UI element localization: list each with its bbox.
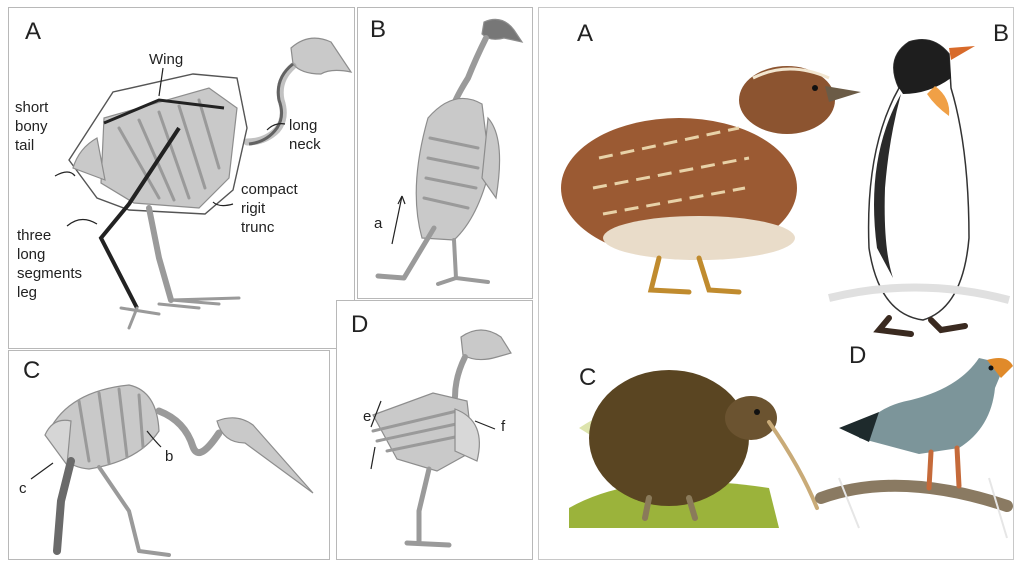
annotation-trunk: compact rigit trunc xyxy=(241,180,298,237)
panel-skeleton-d: D e f xyxy=(336,300,533,560)
panel-illustrations: A B C D xyxy=(538,7,1014,560)
illustrations-drawing xyxy=(539,8,1015,561)
panel-skeleton-c: C b c xyxy=(8,350,330,560)
annotation-wing: Wing xyxy=(149,50,183,69)
annotation-c: c xyxy=(19,479,27,498)
kiwi-illustration xyxy=(569,370,817,528)
annotation-e: e xyxy=(363,407,371,426)
annotation-a: a xyxy=(374,214,382,233)
panel-skeleton-b: B a xyxy=(357,7,533,299)
penguin-illustration xyxy=(829,40,1009,334)
annotation-b: b xyxy=(165,447,173,466)
annotation-neck: long neck xyxy=(289,116,321,154)
panel-skeleton-a: A Wing short bony tail long neck compact… xyxy=(8,7,355,349)
annotation-leg: three long segments leg xyxy=(17,226,82,302)
eagle-illustration xyxy=(821,358,1013,538)
quail-illustration xyxy=(561,66,861,292)
annotation-tail: short bony tail xyxy=(15,98,48,155)
annotation-f: f xyxy=(501,417,505,436)
skeleton-b-drawing xyxy=(358,8,534,300)
